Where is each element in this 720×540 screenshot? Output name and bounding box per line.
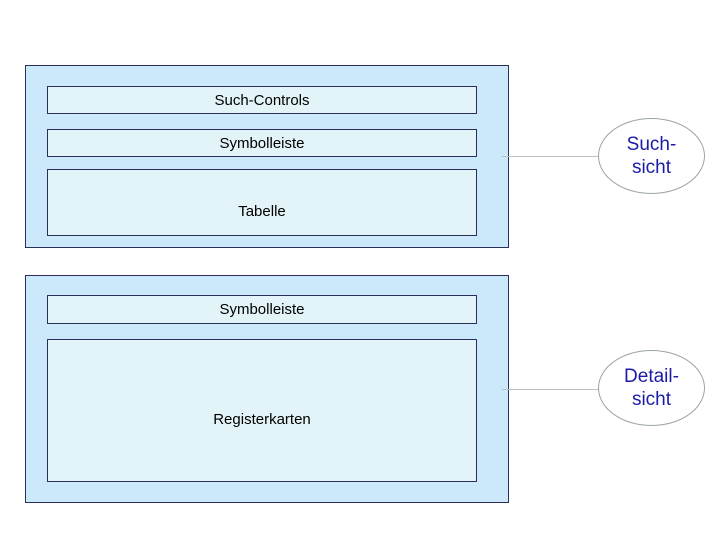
search-view-bubble: Such- sicht	[598, 118, 705, 194]
detail-view-bubble: Detail- sicht	[598, 350, 705, 426]
detail-view-connector	[502, 389, 599, 390]
detail-view-bubble-line2: sicht	[631, 389, 672, 410]
detail-toolbar-block: Symbolleiste	[47, 295, 477, 324]
search-view-connector	[502, 156, 599, 157]
search-view-bubble-line2: sicht	[631, 157, 672, 178]
detail-view-bubble-line1: Detail-	[624, 366, 679, 387]
search-toolbar-block: Symbolleiste	[47, 129, 477, 157]
search-controls-block: Such-Controls	[47, 86, 477, 114]
tabs-block: Registerkarten	[47, 339, 477, 482]
search-view-bubble-line1: Such-	[626, 134, 677, 155]
table-block: Tabelle	[47, 169, 477, 236]
